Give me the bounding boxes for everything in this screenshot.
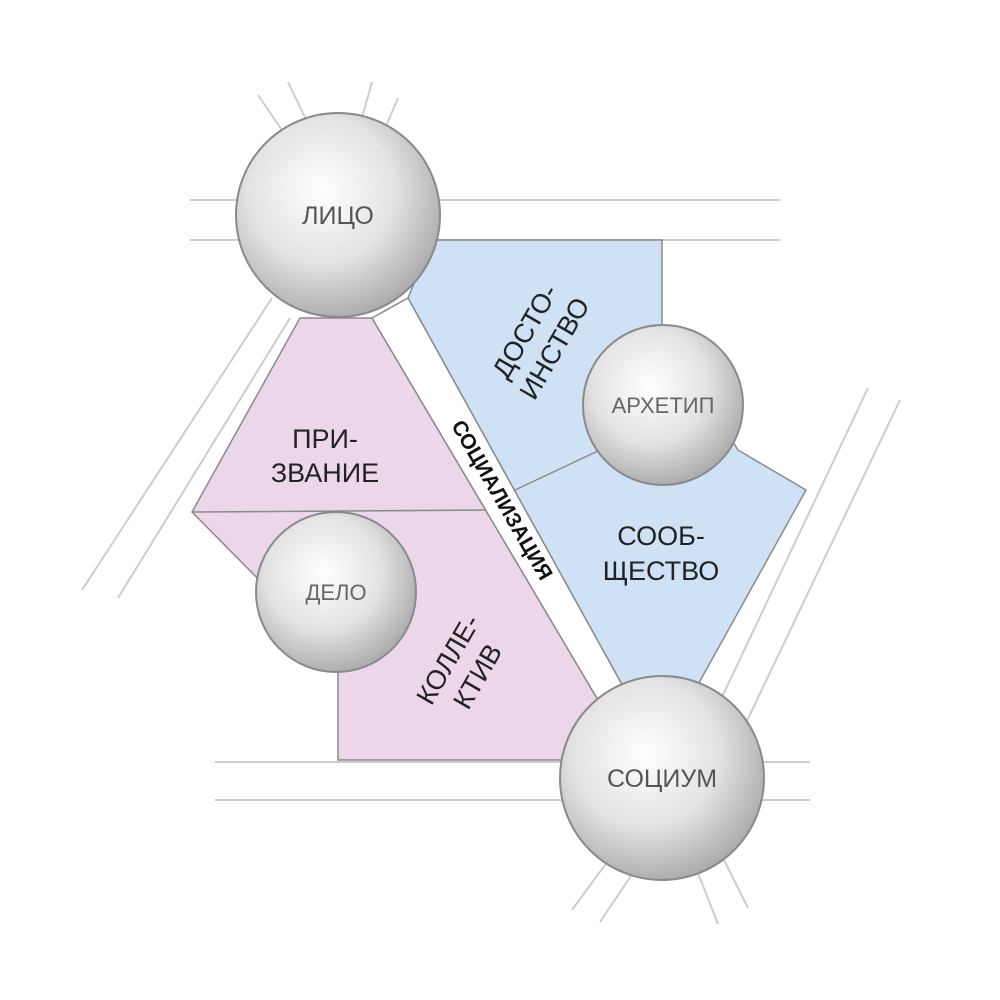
region-calling-line2: ЗВАНИЕ [271, 458, 379, 488]
ray-society-4 [719, 851, 749, 909]
node-face: ЛИЦО [235, 112, 441, 318]
divider-blue [514, 449, 601, 491]
node-face-label: ЛИЦО [302, 202, 374, 230]
region-community-line2: ЩЕСТВО [603, 556, 720, 586]
ray-society-2 [599, 869, 636, 923]
node-society: СОЦИУМ [559, 675, 765, 881]
guide-right-outer [714, 387, 869, 713]
divider-pink [191, 509, 493, 513]
node-deed: ДЕЛО [255, 511, 417, 673]
region-calling-line1: ПРИ- [292, 424, 358, 454]
node-archetype: АРХЕТИП [582, 324, 744, 486]
region-community: СООБ- ЩЕСТВО [603, 521, 720, 586]
node-deed-label: ДЕЛО [305, 580, 366, 605]
node-archetype-label: АРХЕТИП [612, 393, 715, 418]
region-community-line1: СООБ- [617, 521, 705, 551]
guide-right-inner [744, 399, 901, 726]
ray-society-1 [571, 857, 611, 911]
guide-left-inner [117, 317, 291, 599]
region-calling: ПРИ- ЗВАНИЕ [271, 424, 379, 488]
guide-left-outer [81, 297, 273, 591]
ray-society-3 [695, 867, 719, 925]
node-society-label: СОЦИУМ [607, 765, 717, 793]
